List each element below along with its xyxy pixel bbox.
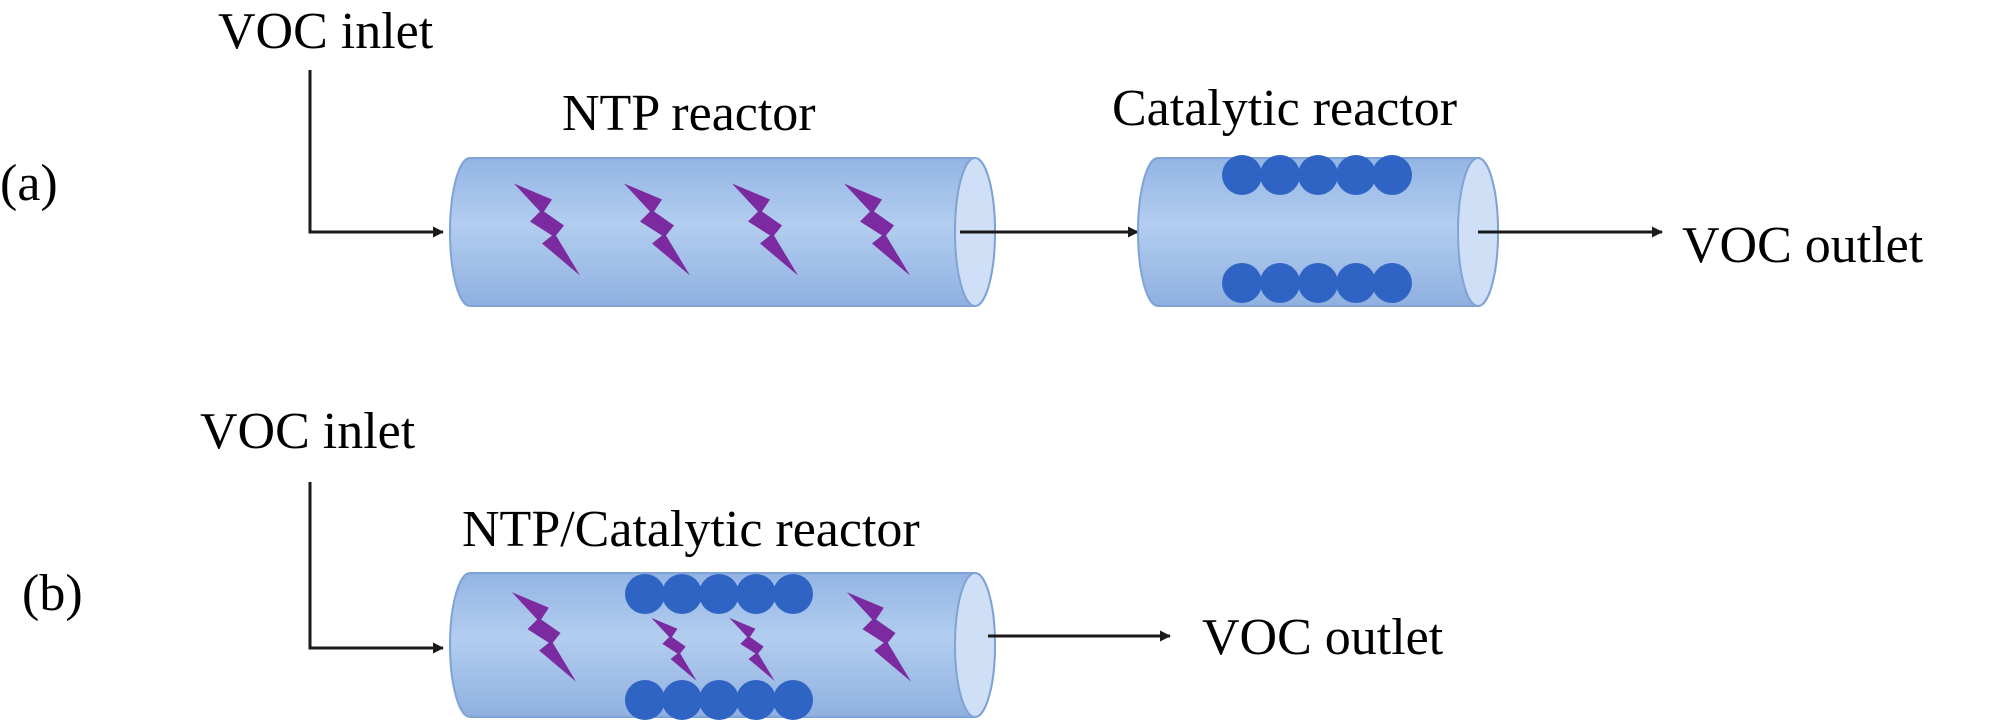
ntp-catalytic-reactor-label: NTP/Catalytic reactor — [462, 501, 920, 558]
voc-outlet-label-a: VOC outlet — [1682, 217, 1924, 274]
catalyst-bead-icon — [773, 574, 813, 614]
catalyst-bead-icon — [662, 680, 702, 720]
catalyst-bead-row-top — [625, 574, 813, 614]
catalyst-bead-icon — [625, 680, 665, 720]
catalyst-bead-row-bottom — [625, 680, 813, 720]
ntp-reactor-tube — [449, 157, 996, 307]
catalyst-bead-icon — [1222, 263, 1262, 303]
panel-b-tag: (b) — [22, 565, 83, 622]
catalyst-bead-icon — [1222, 155, 1262, 195]
catalyst-bead-icon — [1298, 155, 1338, 195]
catalyst-bead-icon — [699, 574, 739, 614]
catalyst-bead-row-top — [1222, 155, 1412, 195]
panel-b: (b) VOC inlet NTP/Catalytic reactor VOC … — [22, 403, 1444, 720]
voc-inlet-label-b: VOC inlet — [200, 403, 416, 460]
catalyst-bead-row-bottom — [1222, 263, 1412, 303]
catalytic-reactor-label: Catalytic reactor — [1112, 80, 1457, 137]
ntp-reactor-label: NTP reactor — [562, 85, 816, 142]
voc-outlet-label-b: VOC outlet — [1202, 609, 1444, 666]
catalyst-bead-icon — [1260, 155, 1300, 195]
catalyst-bead-icon — [1372, 155, 1412, 195]
catalyst-bead-icon — [773, 680, 813, 720]
catalyst-bead-icon — [1372, 263, 1412, 303]
catalyst-bead-icon — [1260, 263, 1300, 303]
inlet-arrow-a — [308, 70, 444, 238]
ntp-catalytic-reactor-tube — [449, 572, 996, 720]
panel-a-tag: (a) — [0, 155, 58, 212]
catalyst-bead-icon — [736, 574, 776, 614]
inlet-arrow-b — [308, 482, 444, 654]
catalyst-bead-icon — [1336, 155, 1376, 195]
voc-inlet-label-a: VOC inlet — [218, 3, 434, 60]
catalyst-bead-icon — [1298, 263, 1338, 303]
catalyst-bead-icon — [1336, 263, 1376, 303]
catalyst-bead-icon — [662, 574, 702, 614]
catalyst-bead-icon — [736, 680, 776, 720]
catalyst-bead-icon — [699, 680, 739, 720]
catalytic-reactor-tube — [1137, 155, 1499, 307]
catalyst-bead-icon — [625, 574, 665, 614]
panel-a: (a) VOC inlet NTP reactor Catalytic reac… — [0, 3, 1924, 307]
